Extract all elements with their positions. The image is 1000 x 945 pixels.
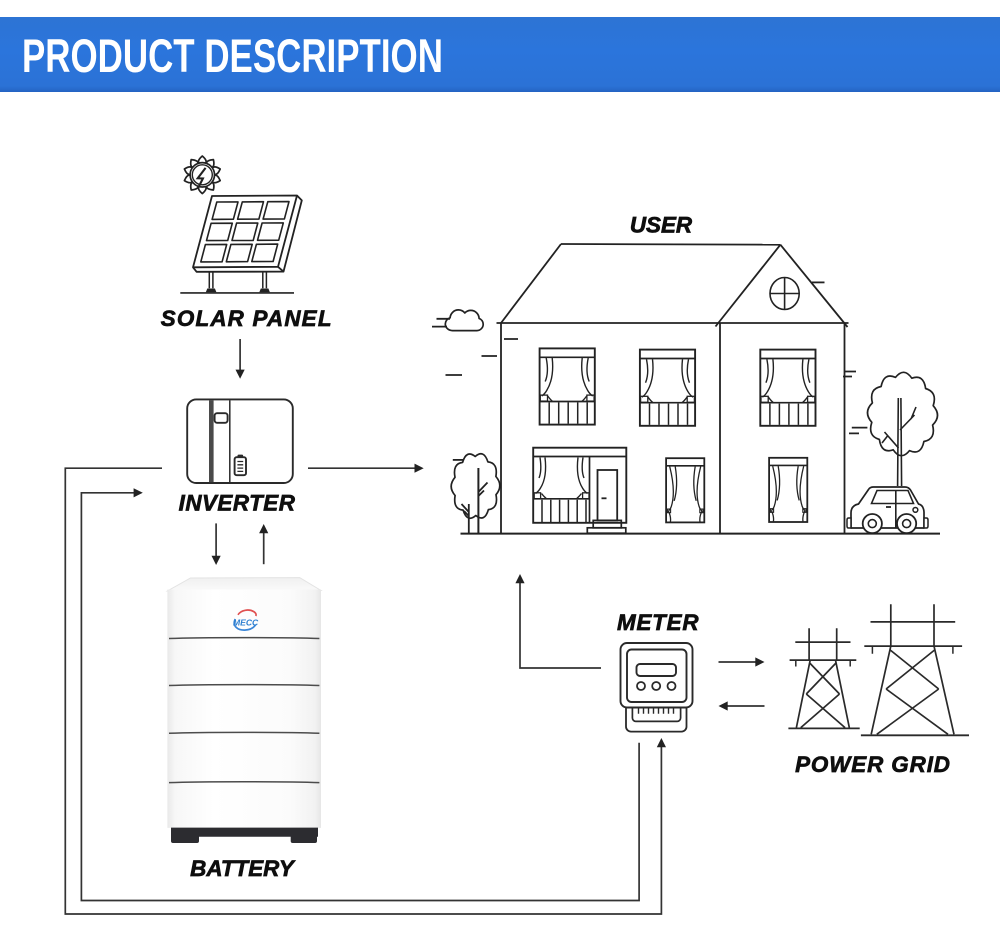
svg-text:METER: METER	[617, 610, 699, 635]
svg-text:USER: USER	[630, 212, 693, 237]
svg-text:MECC: MECC	[233, 617, 259, 627]
svg-text:SOLAR PANEL: SOLAR PANEL	[161, 306, 333, 331]
svg-text:POWER GRID: POWER GRID	[795, 752, 951, 777]
svg-text:INVERTER: INVERTER	[179, 491, 296, 516]
svg-text:BATTERY: BATTERY	[190, 856, 296, 881]
